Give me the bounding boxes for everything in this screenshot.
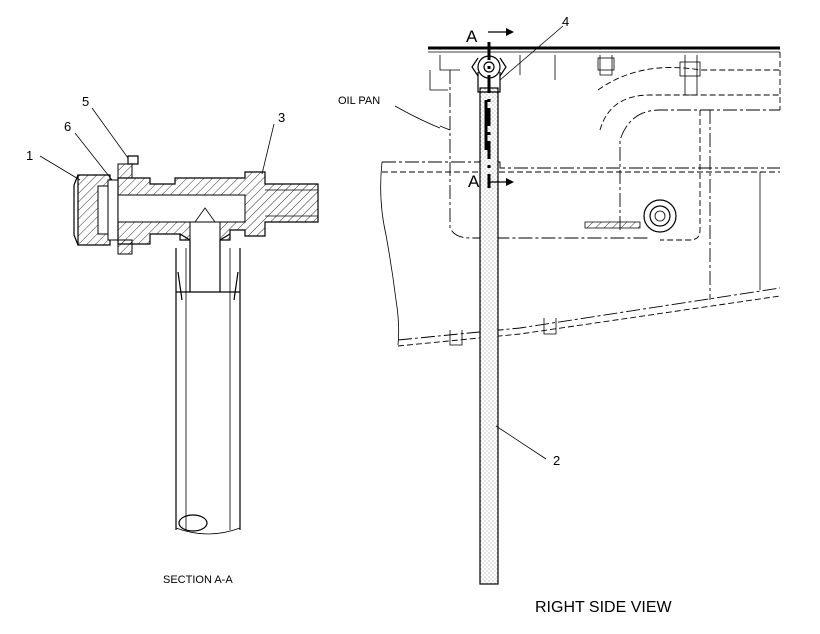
callout-6: 6 bbox=[64, 119, 71, 134]
leader-oil-pan-tip bbox=[439, 125, 451, 131]
callout-1: 1 bbox=[26, 148, 33, 163]
leader-4 bbox=[499, 25, 564, 81]
callout-5: 5 bbox=[82, 94, 89, 109]
section-caption: SECTION A-A bbox=[163, 574, 233, 586]
section-marker-top: A bbox=[466, 27, 478, 46]
leader-6 bbox=[74, 132, 113, 181]
right-side-view-drawing bbox=[380, 28, 781, 585]
leader-1 bbox=[39, 155, 81, 181]
callout-3: 3 bbox=[278, 110, 285, 125]
section-marker-bottom: A bbox=[468, 172, 480, 191]
leader-5 bbox=[91, 107, 129, 159]
view-caption: RIGHT SIDE VIEW bbox=[535, 599, 673, 616]
leader-2 bbox=[495, 425, 547, 460]
leader-oil-pan bbox=[394, 105, 441, 129]
section-a-a-drawing bbox=[73, 155, 319, 535]
oil-pan-label: OIL PAN bbox=[338, 95, 380, 107]
callout-2: 2 bbox=[553, 453, 560, 468]
callout-4: 4 bbox=[562, 14, 569, 29]
leader-3 bbox=[261, 123, 275, 175]
